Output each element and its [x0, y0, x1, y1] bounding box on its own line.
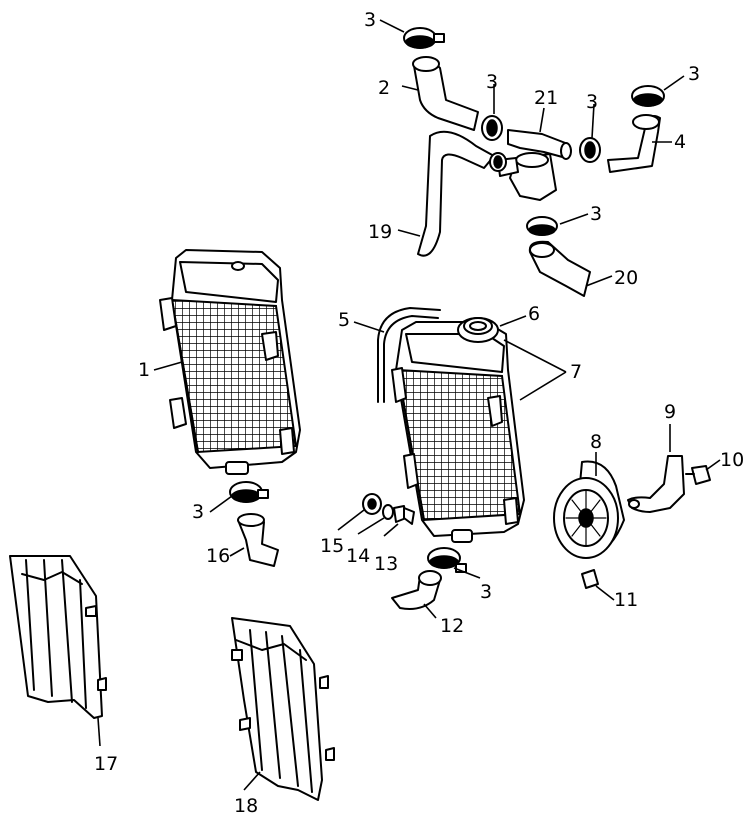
radiator-shroud-17	[9, 555, 107, 719]
leader-lines	[97, 19, 721, 791]
label-3: 3	[486, 71, 498, 93]
label-18: 18	[234, 795, 258, 817]
label-3: 3	[480, 581, 492, 603]
washer-14	[382, 504, 394, 520]
label-13: 13	[374, 553, 398, 575]
label-3: 3	[364, 9, 376, 31]
hose-clamp	[481, 115, 503, 141]
label-14: 14	[346, 545, 370, 567]
label-10: 10	[720, 449, 744, 471]
label-17: 17	[94, 753, 118, 775]
label-3: 3	[688, 63, 700, 85]
hose-2	[412, 56, 479, 131]
label-3: 3	[192, 501, 204, 523]
hose-clamp	[526, 216, 558, 236]
label-16: 16	[206, 545, 230, 567]
hose-clamp	[579, 137, 601, 163]
label-9: 9	[664, 401, 676, 423]
label-21: 21	[534, 87, 558, 109]
hose-clamp	[631, 85, 665, 107]
label-5: 5	[338, 309, 350, 331]
left-radiator	[159, 249, 301, 475]
hose-clamp	[229, 481, 269, 503]
grommet-15	[362, 493, 382, 515]
label-3: 3	[590, 203, 602, 225]
bracket-9	[627, 455, 685, 513]
label-19: 19	[368, 221, 392, 243]
hose-clamp	[427, 547, 467, 573]
hose-12	[391, 570, 442, 610]
label-11: 11	[614, 589, 638, 611]
label-15: 15	[320, 535, 344, 557]
hose-clamp	[403, 27, 445, 49]
part-labels: 3 2 3 21 3 3 4 3 19 20 1 5 6 7 8 9 10 3 …	[94, 9, 744, 817]
bolt-13	[393, 505, 415, 525]
label-6: 6	[528, 303, 540, 325]
label-12: 12	[440, 615, 464, 637]
hose-16	[237, 513, 279, 567]
label-1: 1	[138, 359, 150, 381]
fan-8	[553, 460, 625, 559]
right-radiator	[377, 307, 525, 543]
bolt-10	[685, 465, 711, 485]
thermostat-housing-21	[497, 129, 572, 201]
hose-20	[528, 240, 591, 297]
label-8: 8	[590, 431, 602, 453]
hose-4	[607, 114, 661, 173]
hose-clamp	[489, 152, 507, 172]
label-3: 3	[586, 91, 598, 113]
label-7: 7	[570, 361, 582, 383]
label-20: 20	[614, 267, 638, 289]
label-2: 2	[378, 77, 390, 99]
hose-19	[417, 130, 495, 257]
label-4: 4	[674, 131, 686, 153]
radiator-shroud-18	[231, 617, 335, 801]
bolt-11	[581, 569, 599, 589]
